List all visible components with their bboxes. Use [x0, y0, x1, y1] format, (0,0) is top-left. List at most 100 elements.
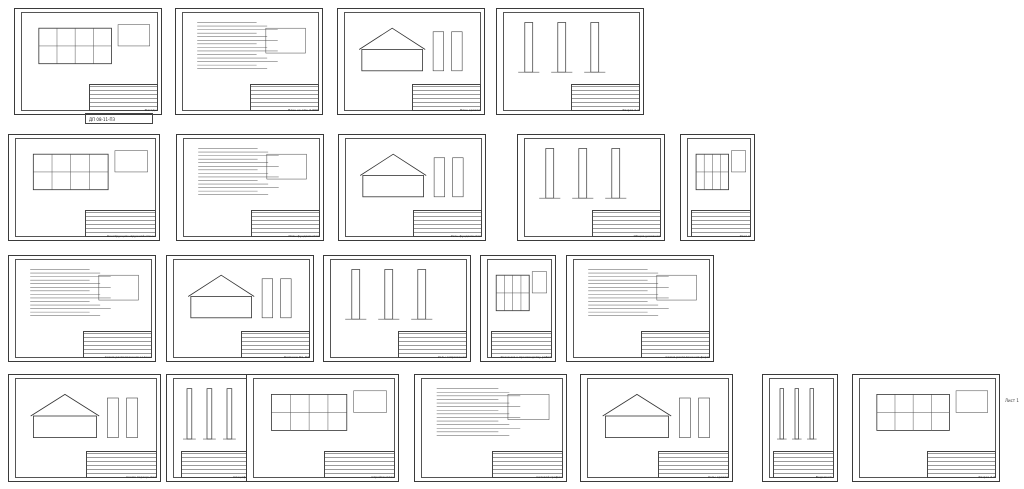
- drawing-sheet[interactable]: Схема перекрытия: [8, 374, 161, 482]
- drawing-sheet[interactable]: Колонны К1, К2: [166, 255, 314, 362]
- sheet-drawing: [38, 24, 150, 65]
- drawing-line: [545, 148, 555, 199]
- drawing-line: [452, 157, 464, 198]
- title-block: [570, 83, 640, 111]
- drawing-sheet[interactable]: Узел А: [680, 134, 755, 241]
- drawing-sheet[interactable]: Схема расположения колонн: [8, 255, 156, 362]
- drawing-line: [590, 22, 600, 73]
- drawing-line: [794, 388, 799, 440]
- drawing-line: [605, 415, 669, 439]
- sheet-drawing: [183, 388, 236, 440]
- sheet-title: Схема перекрытия: [126, 475, 156, 479]
- title-block: [690, 209, 751, 237]
- document-caption: ДП 08-11-ПЗ: [89, 117, 116, 122]
- title-block: [411, 83, 481, 111]
- drawing-line: [30, 393, 100, 417]
- drawing-line: [433, 157, 445, 198]
- drawing-sheet[interactable]: Конструкция наружной стены: [8, 134, 160, 241]
- title-block: [85, 450, 157, 478]
- sheet-title: Сетевой график: [536, 475, 562, 479]
- sheet-drawing: [495, 271, 547, 312]
- drawing-line: [261, 278, 273, 319]
- drawing-line: [280, 278, 292, 319]
- title-block: [412, 209, 482, 237]
- drawing-sheet[interactable]: Спецификация: [166, 374, 262, 482]
- title-block: [591, 209, 661, 237]
- sheet-title: Разрез 2-2: [978, 475, 995, 479]
- drawing-sheet[interactable]: Стройгенплан: [246, 374, 399, 482]
- drawing-line: [432, 31, 444, 72]
- drawing-line: [33, 415, 97, 439]
- drawing-sheet[interactable]: Узлы кровли: [580, 374, 733, 482]
- title-block: [240, 330, 310, 358]
- sheet-title: Конструкция наружной стены: [106, 234, 155, 238]
- drawing-line: [417, 269, 427, 320]
- sheet-title: Узлы фундаментов: [450, 234, 481, 238]
- title-block: [88, 83, 158, 111]
- sheet-title: Узлы сопряжения: [437, 355, 466, 359]
- drawing-line: [117, 24, 150, 47]
- sheet-drawing: [30, 269, 139, 316]
- sheet-drawing: [32, 150, 148, 191]
- drawing-line: [507, 394, 550, 420]
- drawing-line: [531, 271, 547, 294]
- drawing-line: [451, 31, 463, 72]
- sheet-drawing: [588, 269, 697, 316]
- title-block: [180, 450, 258, 478]
- sheet-drawing: [777, 388, 817, 440]
- drawing-line: [809, 388, 814, 440]
- drawing-sheet[interactable]: Разрез 2-2: [852, 374, 1000, 482]
- sheet-title: Узлы кровли: [708, 475, 728, 479]
- sheet-title: Стройгенплан: [371, 475, 394, 479]
- title-block: [249, 83, 319, 111]
- drawing-line: [731, 150, 746, 173]
- sheet-drawing: [695, 150, 746, 191]
- sheet-title: План на отм. 0.000: [287, 108, 318, 112]
- drawing-sheet[interactable]: Фасады: [14, 8, 162, 115]
- drawing-line: [578, 148, 588, 199]
- drawing-sheet[interactable]: Общие указания: [517, 134, 665, 241]
- drawing-sheet[interactable]: Узлы сопряжения: [323, 255, 471, 362]
- drawing-sheet[interactable]: Ведомость: [762, 374, 838, 482]
- drawing-line: [362, 175, 424, 198]
- title-block: [490, 330, 552, 358]
- drawing-sheet[interactable]: Схема расположения ферм: [566, 255, 714, 362]
- sheet-drawing: [187, 274, 292, 319]
- drawing-sheet[interactable]: План фундаментов: [176, 134, 324, 241]
- drawing-sheet[interactable]: Сетевой график: [414, 374, 567, 482]
- caption-box: [85, 113, 153, 124]
- drawing-line: [361, 49, 423, 72]
- sheet-title: Разрез 1-1: [622, 108, 639, 112]
- sheet-title: Схема расположения ферм: [665, 355, 709, 359]
- drawing-line: [524, 22, 534, 73]
- sheet-drawing: [518, 22, 606, 73]
- drawing-line: [679, 397, 691, 438]
- sheet-title: Спецификация: [233, 475, 257, 479]
- drawing-line: [351, 269, 361, 320]
- title-block: [82, 330, 152, 358]
- drawing-line: [126, 397, 138, 438]
- drawing-line: [698, 397, 710, 438]
- drawing-line: [358, 27, 426, 50]
- sheet-title: Узел А: [739, 234, 750, 238]
- drawing-line: [955, 390, 988, 413]
- sheet-drawing: [198, 148, 307, 195]
- drawing-line: [266, 153, 307, 180]
- drawing-line: [359, 153, 427, 176]
- drawing-sheet[interactable]: Указания к производству работ: [480, 255, 556, 362]
- drawing-line: [226, 388, 233, 440]
- sheet-drawing: [197, 22, 306, 69]
- drawing-sheet[interactable]: Разрез 1-1: [496, 8, 644, 115]
- drawing-line: [190, 296, 252, 319]
- title-block: [772, 450, 834, 478]
- sheet-drawing: [602, 393, 710, 439]
- sheet-drawing: [345, 269, 433, 320]
- title-block: [85, 209, 156, 237]
- drawing-line: [187, 274, 255, 297]
- sheet-title: План кровли: [459, 108, 480, 112]
- drawing-sheet[interactable]: План на отм. 0.000: [175, 8, 323, 115]
- drawing-sheet[interactable]: План кровли: [337, 8, 485, 115]
- drawing-sheet[interactable]: Узлы фундаментов: [338, 134, 486, 241]
- title-block: [640, 330, 710, 358]
